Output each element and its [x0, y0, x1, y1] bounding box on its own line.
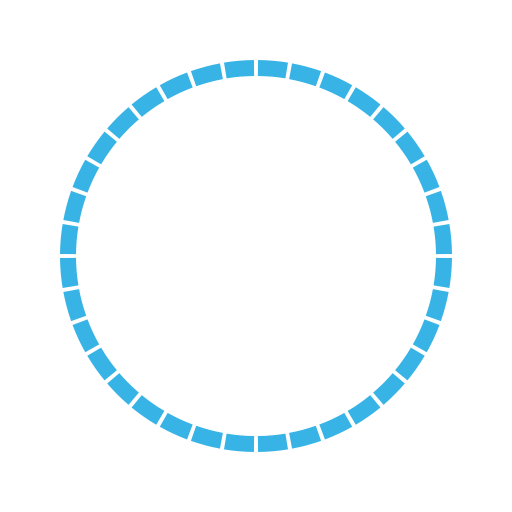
ring-segment: [87, 347, 117, 381]
ring-segment: [107, 107, 139, 139]
ring-segment: [60, 257, 79, 289]
ring-segment: [131, 395, 165, 425]
ring-segment: [433, 223, 452, 255]
ring-segment: [72, 159, 100, 193]
ring-segment: [87, 131, 117, 165]
ring-segment: [257, 433, 289, 452]
ring-segment: [373, 107, 405, 139]
ring-segment: [433, 257, 452, 289]
ring-segment: [63, 190, 87, 223]
ring-segment: [395, 131, 425, 165]
ring-segments: [60, 60, 452, 452]
ring-segment: [289, 425, 322, 449]
ring-segment: [319, 72, 353, 100]
ring-segment: [159, 412, 193, 440]
ring-segment: [425, 289, 449, 322]
ring-segment: [425, 190, 449, 223]
ring-segment: [395, 347, 425, 381]
ring-segment: [190, 425, 223, 449]
ring-segment: [223, 60, 255, 79]
ring-segment: [72, 319, 100, 353]
ring-segment: [289, 63, 322, 87]
ring-segment: [159, 72, 193, 100]
ring-segment: [412, 159, 440, 193]
ring-segment: [63, 289, 87, 322]
ring-segment: [347, 395, 381, 425]
ring-segment: [347, 87, 381, 117]
ring-segment: [190, 63, 223, 87]
ring-segment: [131, 87, 165, 117]
ring-segment: [107, 373, 139, 405]
ring-segment: [257, 60, 289, 79]
ring-segment: [223, 433, 255, 452]
ring-segment: [373, 373, 405, 405]
ring-segment: [60, 223, 79, 255]
ring-segment: [412, 319, 440, 353]
ring-segment: [319, 412, 353, 440]
